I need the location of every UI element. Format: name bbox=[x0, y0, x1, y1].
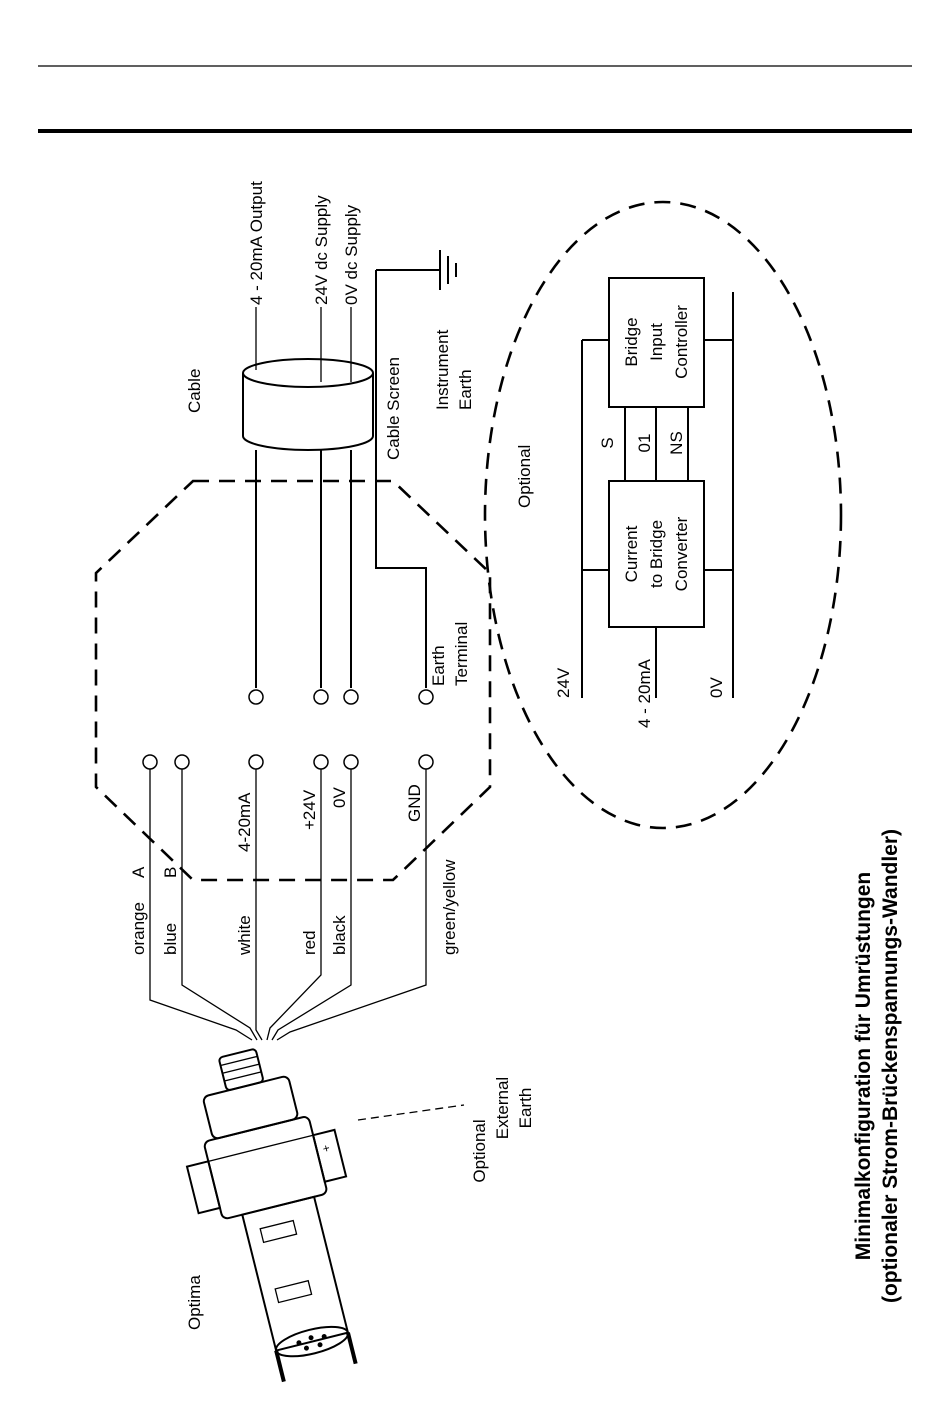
wire-blue bbox=[181, 769, 258, 1041]
wire-black bbox=[271, 769, 352, 1041]
wire-orange-label: orange bbox=[129, 902, 148, 955]
optional-external-earth-line3: Earth bbox=[516, 1088, 535, 1129]
terminal-output bbox=[248, 689, 264, 705]
terminal-gnd bbox=[418, 754, 434, 770]
wire-green-yellow bbox=[276, 769, 427, 1041]
wire-white bbox=[255, 769, 263, 1041]
link-01-label: 01 bbox=[635, 434, 654, 453]
external-earth-leader bbox=[357, 1104, 465, 1121]
terminal-0v-lower bbox=[343, 754, 359, 770]
earth-symbol bbox=[439, 250, 457, 290]
terminal-0v bbox=[343, 689, 359, 705]
terminal-24v bbox=[313, 689, 329, 705]
wire-white-label: white bbox=[235, 915, 254, 956]
terminal-4-20ma bbox=[248, 754, 264, 770]
cable-label: Cable bbox=[185, 369, 204, 413]
terminal-4-20ma-label: 4-20mA bbox=[235, 792, 254, 852]
caption-line1: Minimalkonfiguration für Umrüstungen bbox=[852, 872, 875, 1261]
controller-line3: Controller bbox=[672, 305, 691, 379]
cable-screen-wire bbox=[375, 270, 427, 688]
wire-red-label: red bbox=[300, 930, 319, 955]
bus-0v-label: 0V bbox=[707, 677, 726, 698]
link-s-label: S bbox=[598, 437, 617, 448]
terminal-a bbox=[142, 754, 158, 770]
terminal-plus24v bbox=[313, 754, 329, 770]
wire-blue-label: blue bbox=[161, 923, 180, 955]
instrument-earth-line1: Instrument bbox=[433, 329, 452, 410]
junction-box-outline bbox=[94, 479, 492, 882]
controller-line1: Bridge bbox=[622, 317, 641, 366]
labels: Optima Optional External Earth orange A … bbox=[129, 181, 902, 1330]
terminal-gnd-label: GND bbox=[405, 784, 424, 822]
optional-label: Optional bbox=[515, 445, 534, 508]
optional-external-earth-line2: External bbox=[493, 1077, 512, 1139]
cable-0v-label: 0V dc Supply bbox=[342, 204, 361, 305]
wire-orange bbox=[149, 769, 253, 1041]
wire-black-label: black bbox=[330, 915, 349, 955]
converter-box bbox=[608, 480, 705, 628]
cable-24v-label: 24V dc Supply bbox=[312, 195, 331, 305]
terminal-b bbox=[174, 754, 190, 770]
wire-green-yellow-label: green/yellow bbox=[440, 859, 459, 955]
terminal-earth bbox=[418, 689, 434, 705]
wire-red bbox=[266, 769, 322, 1041]
cable-screen-label: Cable Screen bbox=[384, 357, 403, 460]
converter-line2: to Bridge bbox=[647, 520, 666, 588]
cable-output-label: 4 - 20mA Output bbox=[247, 181, 266, 305]
instrument-earth-line2: Earth bbox=[456, 369, 475, 410]
controller-line2: Input bbox=[647, 323, 666, 361]
converter-line1: Current bbox=[622, 525, 641, 582]
earth-terminal-label-line1: Earth bbox=[429, 645, 448, 686]
bus-24v-label: 24V bbox=[554, 667, 573, 698]
caption-line2: (optionaler Strom-Brückenspannungs-Wandl… bbox=[879, 829, 902, 1303]
bus-4-20ma-label: 4 - 20mA bbox=[635, 658, 654, 728]
controller-box bbox=[608, 277, 705, 408]
optional-section-outline bbox=[483, 200, 843, 830]
optional-external-earth-line1: Optional bbox=[470, 1119, 489, 1182]
converter-line3: Converter bbox=[672, 516, 691, 591]
link-ns-label: NS bbox=[667, 431, 686, 455]
earth-terminal-label-line2: Terminal bbox=[452, 622, 471, 686]
terminal-0v-label: 0V bbox=[330, 787, 349, 808]
terminal-plus24v-label: +24V bbox=[300, 789, 319, 830]
terminal-b-label: B bbox=[161, 867, 180, 878]
terminal-a-label: A bbox=[129, 866, 148, 878]
svg-text:+: + bbox=[321, 1141, 331, 1156]
optima-sensor: + bbox=[185, 1048, 358, 1383]
cable-cylinder bbox=[242, 358, 374, 451]
optima-label: Optima bbox=[185, 1275, 204, 1330]
